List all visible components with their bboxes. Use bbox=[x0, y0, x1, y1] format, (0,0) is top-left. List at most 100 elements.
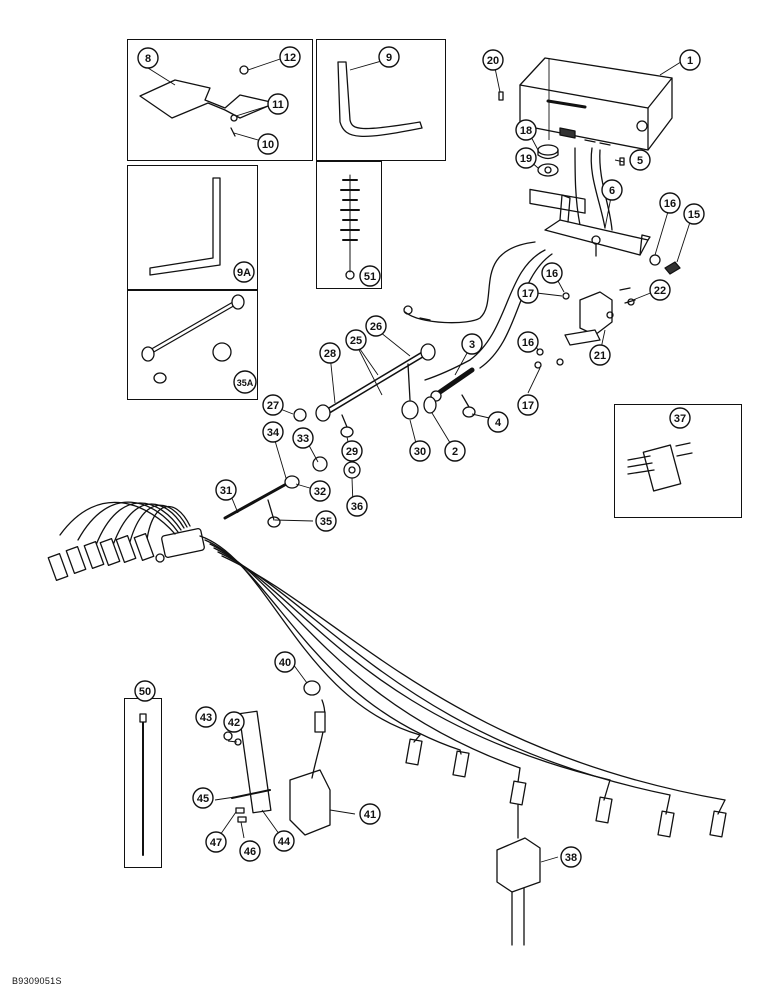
callout-label-c1: 1 bbox=[687, 55, 693, 67]
inset-switch-37 bbox=[614, 404, 742, 518]
inset-brush-51 bbox=[316, 161, 382, 289]
callout-circle-c38 bbox=[560, 846, 582, 868]
callout-circle-c27 bbox=[262, 394, 284, 416]
callout-circle-c32 bbox=[309, 480, 331, 502]
callout-label-c9a: 9A bbox=[237, 267, 251, 279]
callout-circle-c41 bbox=[359, 803, 381, 825]
callout-circle-c16c bbox=[517, 331, 539, 353]
callout-circle-c22 bbox=[649, 279, 671, 301]
callout-label-c37: 37 bbox=[674, 413, 686, 425]
callout-circle-c5 bbox=[629, 149, 651, 171]
callout-label-c4: 4 bbox=[495, 417, 502, 429]
callout-label-c12: 12 bbox=[284, 52, 296, 64]
callout-label-c25: 25 bbox=[350, 335, 362, 347]
callout-label-c35: 35 bbox=[320, 516, 332, 528]
callout-label-c16a: 16 bbox=[664, 198, 676, 210]
callout-label-c50: 50 bbox=[139, 686, 151, 698]
callout-label-c26: 26 bbox=[370, 321, 382, 333]
sensor-part-38 bbox=[496, 837, 541, 893]
callout-label-c33: 33 bbox=[297, 433, 309, 445]
callout-label-c43: 43 bbox=[200, 712, 212, 724]
callout-circle-c43 bbox=[195, 706, 217, 728]
callout-circle-c35 bbox=[315, 510, 337, 532]
right-connectors bbox=[405, 738, 727, 838]
callout-label-c40: 40 bbox=[279, 657, 291, 669]
callout-circle-c35a bbox=[233, 370, 257, 394]
callout-circle-c16b bbox=[541, 262, 563, 284]
box-cable-a bbox=[590, 147, 606, 229]
callout-circle-c51 bbox=[359, 265, 381, 287]
callout-circle-c28 bbox=[319, 342, 341, 364]
console-box-part bbox=[519, 57, 673, 214]
callout-label-c10: 10 bbox=[262, 139, 274, 151]
callout-circle-c1 bbox=[679, 49, 701, 71]
callout-circle-c44 bbox=[273, 830, 295, 852]
callout-label-c41: 41 bbox=[364, 809, 376, 821]
callout-circle-c31 bbox=[215, 479, 237, 501]
callout-label-c21: 21 bbox=[594, 350, 606, 362]
callout-circle-c34 bbox=[262, 421, 284, 443]
callout-label-c18: 18 bbox=[520, 125, 532, 137]
callout-label-c30: 30 bbox=[414, 446, 426, 458]
callout-circle-c9a bbox=[233, 261, 255, 283]
callout-circle-c36 bbox=[346, 495, 368, 517]
callout-circle-c17b bbox=[517, 394, 539, 416]
callout-label-c11: 11 bbox=[272, 99, 284, 111]
callout-circle-c18 bbox=[515, 119, 537, 141]
module-part-41 bbox=[289, 769, 331, 836]
callout-circle-c30 bbox=[409, 440, 431, 462]
callout-label-c34: 34 bbox=[267, 427, 280, 439]
callout-circle-c46 bbox=[239, 840, 261, 862]
callout-label-c44: 44 bbox=[278, 836, 291, 848]
callout-circle-c20 bbox=[482, 49, 504, 71]
callout-circle-c8 bbox=[137, 47, 159, 69]
callout-label-c47: 47 bbox=[210, 837, 222, 849]
callout-circle-c25 bbox=[345, 329, 367, 351]
callout-label-c38: 38 bbox=[565, 852, 577, 864]
callout-label-c29: 29 bbox=[346, 446, 358, 458]
callout-circle-c26 bbox=[365, 315, 387, 337]
wire-harness bbox=[59, 501, 726, 801]
callout-circle-c33 bbox=[292, 427, 314, 449]
callout-circle-c12 bbox=[279, 46, 301, 68]
callout-circle-c16a bbox=[659, 192, 681, 214]
callout-circle-c21 bbox=[589, 344, 611, 366]
callout-circle-c42 bbox=[223, 711, 245, 733]
callout-label-c8: 8 bbox=[145, 53, 151, 65]
callout-label-c2: 2 bbox=[452, 446, 458, 458]
callout-label-c5: 5 bbox=[637, 155, 643, 167]
callout-circle-c11 bbox=[267, 93, 289, 115]
left-connectors bbox=[47, 533, 165, 581]
document-code: B9309051S bbox=[12, 976, 62, 986]
callout-label-c51: 51 bbox=[364, 271, 376, 283]
inset-bracket-9 bbox=[316, 39, 446, 161]
inset-bracket-8 bbox=[127, 39, 313, 161]
callout-label-c42: 42 bbox=[228, 717, 240, 729]
callout-circle-c10 bbox=[257, 133, 279, 155]
callout-circle-c17a bbox=[517, 282, 539, 304]
callout-label-c19: 19 bbox=[520, 153, 532, 165]
callout-label-c15: 15 bbox=[688, 209, 700, 221]
callout-circle-c29 bbox=[341, 440, 363, 462]
callout-label-c46: 46 bbox=[244, 846, 256, 858]
callout-label-c22: 22 bbox=[654, 285, 666, 297]
callout-label-c32: 32 bbox=[314, 486, 326, 498]
callout-circle-c50 bbox=[134, 680, 156, 702]
callout-label-c31: 31 bbox=[220, 485, 232, 497]
callout-label-c3: 3 bbox=[469, 339, 475, 351]
callout-label-c45: 45 bbox=[197, 793, 209, 805]
nut-16-icon bbox=[649, 254, 661, 266]
callout-circle-c2 bbox=[444, 440, 466, 462]
callout-circle-c40 bbox=[274, 651, 296, 673]
callout-label-c28: 28 bbox=[324, 348, 336, 360]
callout-label-c16c: 16 bbox=[522, 337, 534, 349]
callout-circle-c45 bbox=[192, 787, 214, 809]
bracket-part-21 bbox=[579, 291, 613, 336]
callout-label-c9: 9 bbox=[386, 52, 392, 64]
callout-circle-c37 bbox=[669, 407, 691, 429]
callout-label-c27: 27 bbox=[267, 400, 279, 412]
callout-circle-c4 bbox=[487, 411, 509, 433]
callout-circle-c47 bbox=[205, 831, 227, 853]
